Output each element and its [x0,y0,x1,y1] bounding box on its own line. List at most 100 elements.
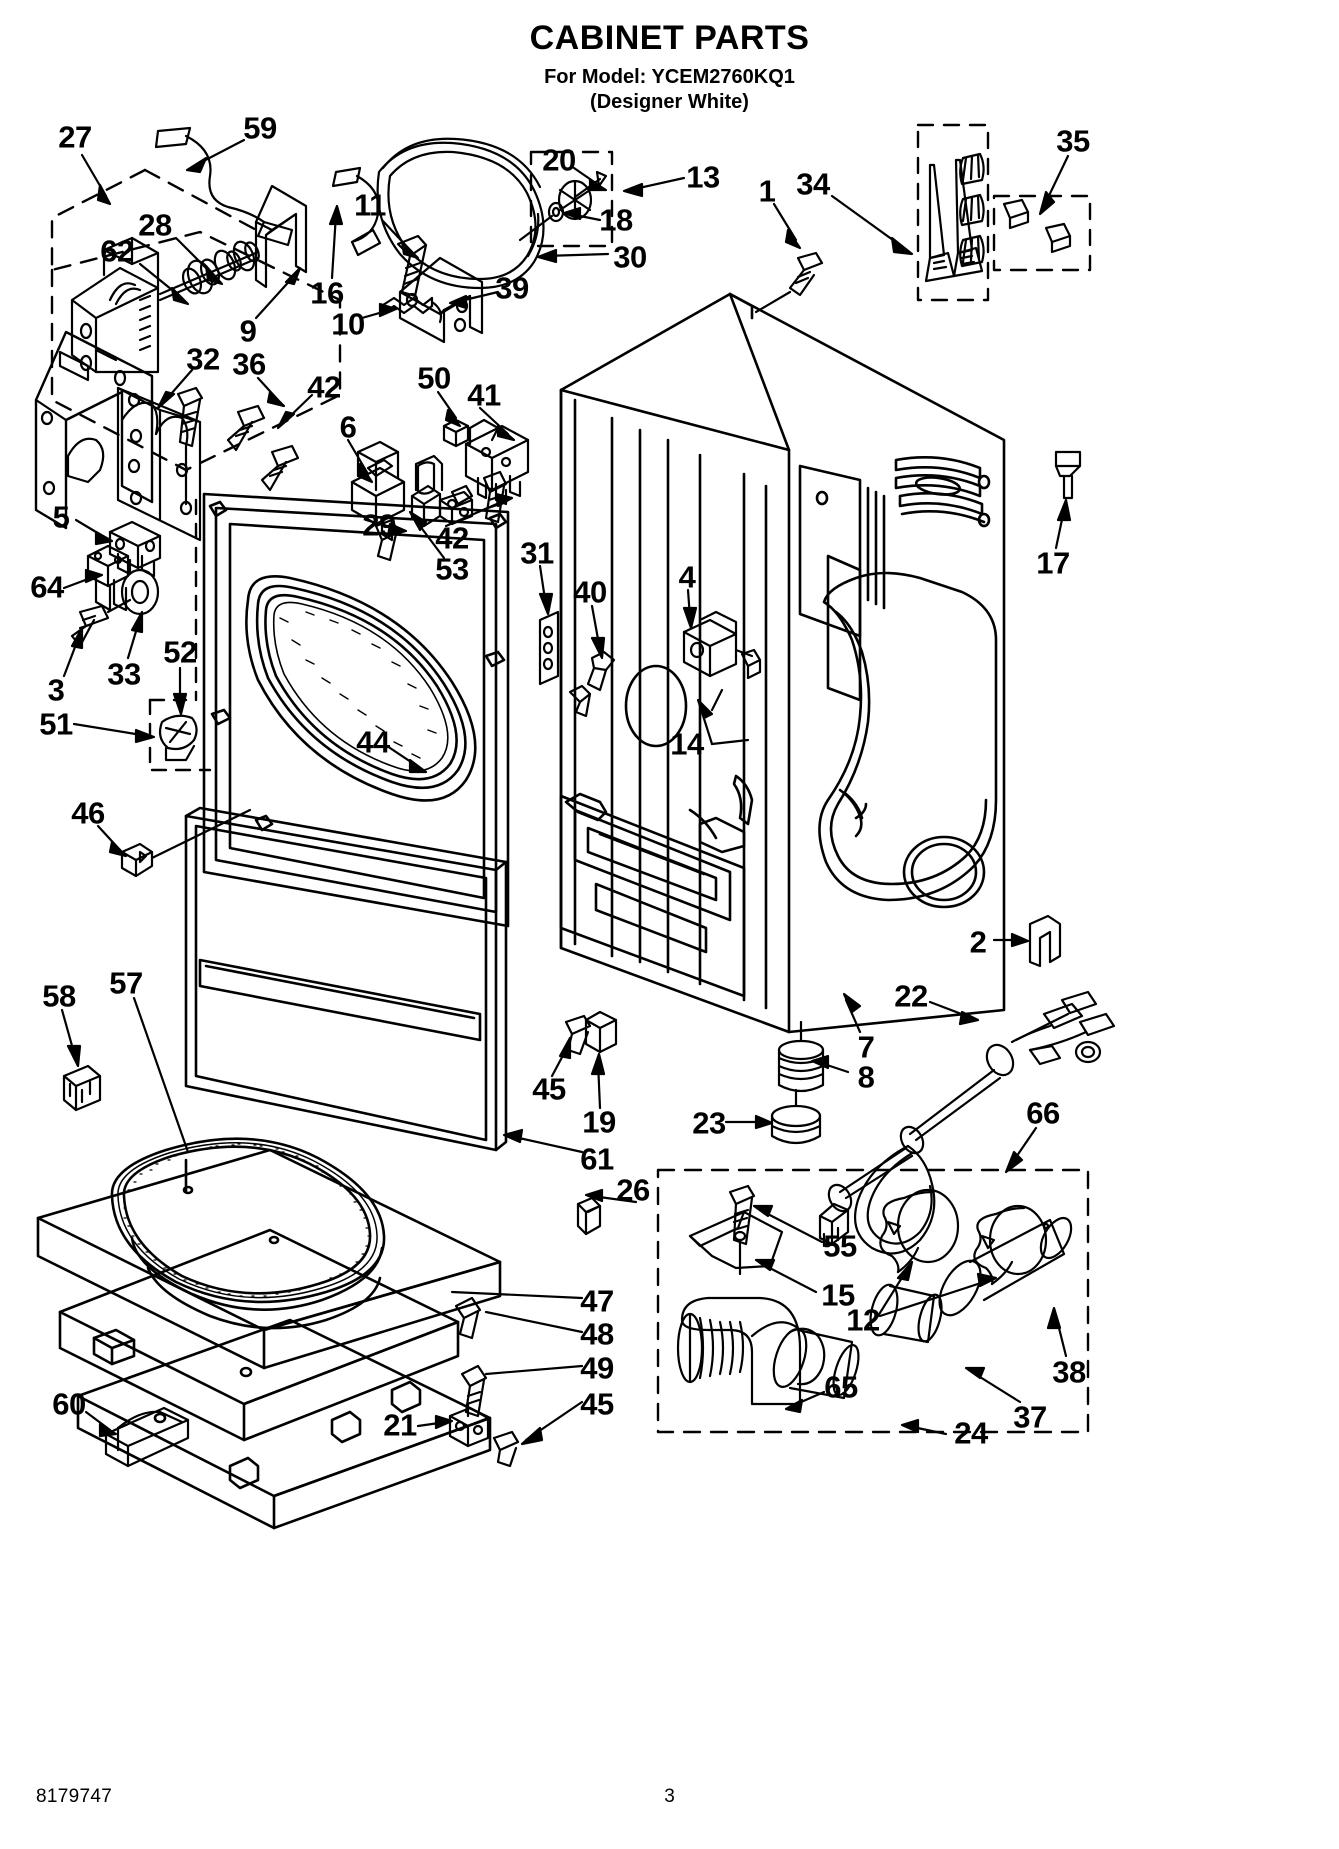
dashed-group-terminals [916,123,1092,302]
callout-22: 22 [894,978,928,1014]
screw-32 [176,386,204,506]
callout-7: 7 [857,1029,875,1065]
retainer-clip-2 [1028,914,1062,968]
screw-1 [754,251,824,314]
strain-relief-52 [158,714,198,762]
callout-6: 6 [339,409,357,445]
screw-42-left [260,444,300,492]
panel-clip-19 [584,1010,618,1214]
callout-9: 9 [239,313,257,349]
callout-50: 50 [417,360,451,396]
switch-plate-31 [538,610,560,686]
duct-sleeve-37 [869,1283,943,1344]
callout-12: 12 [846,1302,880,1338]
callout-64: 64 [30,569,64,605]
callout-5: 5 [52,499,70,535]
callout-16: 16 [310,275,344,311]
callout-37: 37 [1013,1399,1047,1435]
callout-15: 15 [821,1277,855,1313]
callout-60: 60 [52,1386,86,1422]
callout-10: 10 [331,306,365,342]
door-switch-5 [108,520,162,578]
panel-clip-46 [120,808,252,878]
page-header: CABINET PARTS For Model: YCEM2760KQ1 (De… [0,18,1339,115]
screw-36 [226,404,266,452]
callout-45: 45 [580,1386,614,1422]
footer-part-number: 8179747 [36,1786,113,1807]
callout-32: 32 [186,341,220,377]
wire-nuts-35 [959,152,1072,268]
leg-bracket-21 [448,1402,490,1448]
screw-49 [460,1364,488,1418]
callout-18: 18 [599,202,633,238]
screw-48 [454,1296,482,1340]
callout-42: 42 [435,520,469,556]
screw-45-lower [492,1430,520,1468]
callout-8: 8 [857,1059,875,1095]
callout-34: 34 [796,166,830,202]
model-line: For Model: YCEM2760KQ1 [544,66,795,89]
callout-14: 14 [670,726,704,762]
duct-pipe-38 [938,1216,1073,1317]
washer-33 [120,568,160,616]
callout-28: 28 [138,207,172,243]
top-panel-assembly [36,1137,502,1530]
foot-pad-23 [770,1088,822,1145]
bumper-58 [62,1064,102,1112]
motor-bracket [34,330,202,542]
callout-46: 46 [71,795,105,831]
vent-elbow-65 [676,1296,802,1406]
power-cord-22 [818,990,1116,1255]
callout-33: 33 [107,656,141,692]
moisture-sensor-40 [568,650,616,718]
cabinet-main-body [559,292,1006,1034]
front-panel-44 [202,492,510,928]
callout-4: 4 [678,559,696,595]
leader-lines [60,138,1072,1446]
wire-harness-16 [331,166,382,257]
callout-53: 53 [435,551,469,587]
callout-39: 39 [495,270,529,306]
duct-connector-24 [772,1327,860,1400]
callout-36: 36 [232,346,266,382]
callout-38: 38 [1052,1354,1086,1390]
support-bracket-9 [254,184,308,289]
callout-23: 23 [692,1105,726,1141]
callout-45: 45 [532,1071,566,1107]
callout-13: 13 [686,159,720,195]
bracket-53 [410,454,474,528]
callout-31: 31 [520,535,554,571]
idler-assembly-4 [682,610,762,712]
dashed-group-pulley [529,150,614,248]
callout-51: 51 [39,706,73,742]
callout-24: 24 [954,1415,988,1451]
vent-cap-12-left [879,1188,960,1274]
callout-20: 20 [542,142,576,178]
callout-55: 55 [823,1228,857,1264]
callout-52: 52 [163,634,197,670]
leveling-leg-8 [777,1020,825,1093]
variant-line: (Designer White) [590,91,749,114]
footer-page-number: 3 [664,1786,675,1807]
callout-47: 47 [580,1283,614,1319]
drive-belt-30 [376,137,545,290]
callout-11: 11 [354,187,386,223]
callout-61: 61 [580,1141,614,1177]
callout-26: 26 [616,1172,650,1208]
callout-40: 40 [573,574,607,610]
dashed-group-motor [50,168,342,472]
callout-58: 58 [42,978,76,1014]
callout-66: 66 [1026,1095,1060,1131]
page-title: CABINET PARTS [529,19,810,57]
callout-57: 57 [109,965,143,1001]
dashed-group-venting [656,1168,1090,1434]
callout-41: 41 [467,377,501,413]
cap-plug-17 [1054,450,1082,500]
foot-glide-60 [104,1406,190,1468]
callout-59: 59 [243,110,277,146]
vent-cap-12-right [973,1204,1048,1286]
callout-1: 1 [758,173,776,209]
